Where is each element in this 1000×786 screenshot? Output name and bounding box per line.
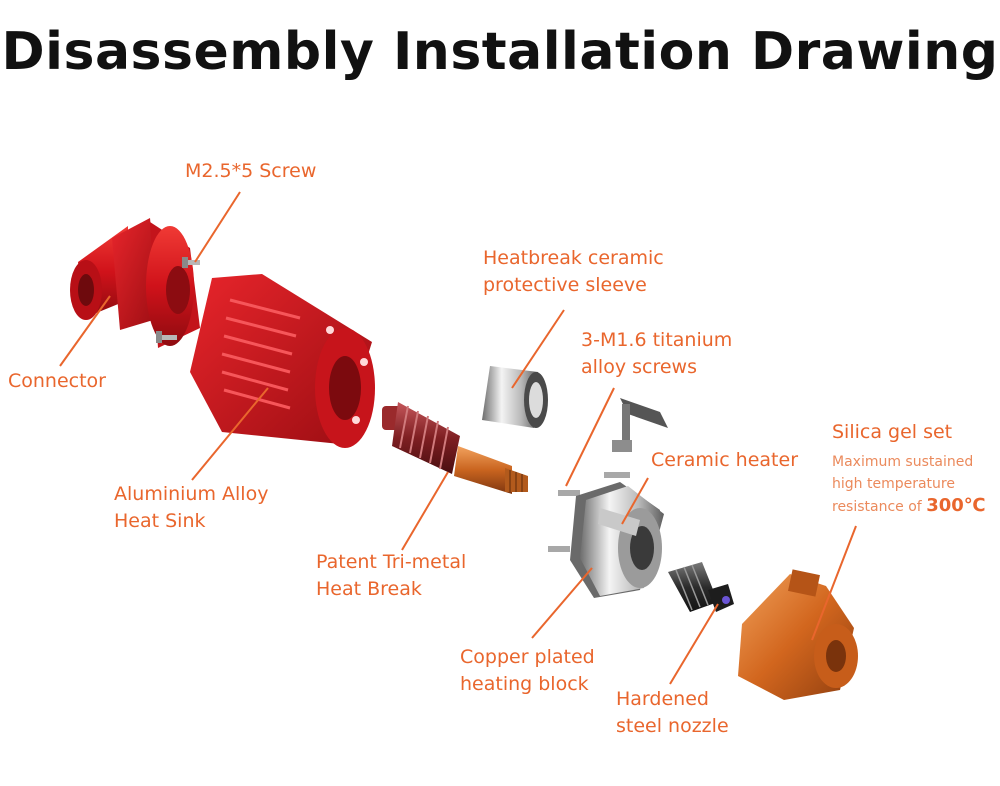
leader-silica <box>811 525 857 641</box>
label-heating-block-line1: Copper plated <box>460 646 595 668</box>
label-nozzle-line2: steel nozzle <box>616 715 729 737</box>
leader-block <box>531 567 593 639</box>
silica-note-line1: Maximum sustained <box>832 454 974 470</box>
leader-heatbreak <box>401 471 449 551</box>
silica-note-line2: high temperature <box>832 476 955 492</box>
label-connector: Connector <box>8 370 106 392</box>
silica-note-line3: resistance of 300℃ <box>832 495 986 518</box>
label-heat-sink-line1: Aluminium Alloy <box>114 483 269 505</box>
label-titanium-screws-line2: alloy screws <box>581 356 697 378</box>
label-titanium-screws: 3-M1.6 titanium alloy screws <box>581 327 732 381</box>
label-heating-block: Copper plated heating block <box>460 644 595 698</box>
leader-ti-screws <box>565 387 615 487</box>
ceramic-sleeve-part <box>482 366 548 428</box>
leader-screw <box>194 191 241 263</box>
leader-heater <box>621 477 649 525</box>
nozzle-part <box>668 562 734 612</box>
label-silica-gel: Silica gel set <box>832 421 953 443</box>
heating-block-part <box>548 398 668 598</box>
label-m2-5-screw: M2.5*5 Screw <box>185 160 317 182</box>
silica-temperature: 300℃ <box>926 495 986 516</box>
leader-heat-sink <box>191 387 269 481</box>
label-heat-break: Patent Tri-metal Heat Break <box>316 549 466 603</box>
silica-note: Maximum sustained high temperature resis… <box>832 451 986 518</box>
silica-gel-part <box>738 569 858 700</box>
connector-part <box>70 218 200 348</box>
label-titanium-screws-line1: 3-M1.6 titanium <box>581 329 733 351</box>
label-heat-sink: Aluminium Alloy Heat Sink <box>114 481 268 535</box>
label-ceramic-heater: Ceramic heater <box>651 449 799 471</box>
leader-nozzle <box>669 603 719 685</box>
leader-sleeve <box>511 309 565 389</box>
leader-connector <box>59 295 111 367</box>
m2-5-screws <box>156 257 200 343</box>
label-ceramic-sleeve: Heatbreak ceramic protective sleeve <box>483 245 664 299</box>
page-title: Disassembly Installation Drawing <box>1 22 999 82</box>
label-heat-break-line1: Patent Tri-metal <box>316 551 467 573</box>
heat-sink-part <box>190 274 375 448</box>
label-heat-break-line2: Heat Break <box>316 578 422 600</box>
label-nozzle: Hardened steel nozzle <box>616 686 729 740</box>
label-ceramic-sleeve-line1: Heatbreak ceramic <box>483 247 664 269</box>
heatbreak-part <box>382 402 528 494</box>
label-ceramic-sleeve-line2: protective sleeve <box>483 274 647 296</box>
label-nozzle-line1: Hardened <box>616 688 709 710</box>
label-heat-sink-line2: Heat Sink <box>114 510 206 532</box>
label-heating-block-line2: heating block <box>460 673 589 695</box>
silica-note-line3-text: resistance of <box>832 499 927 515</box>
